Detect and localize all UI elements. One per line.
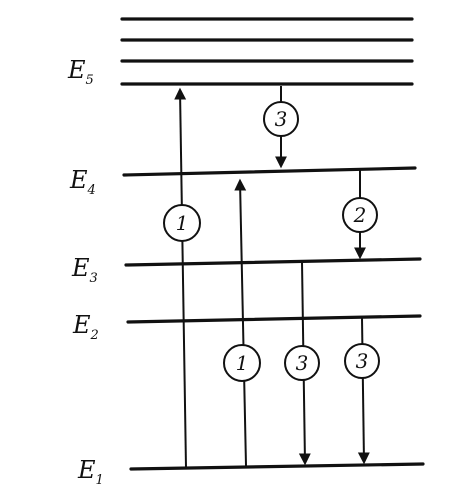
svg-text:1: 1 [176, 211, 189, 235]
energy-level-e3 [124, 257, 422, 267]
level-label-e3: E3 [71, 254, 98, 286]
transition-2-e4-e3: 2 [342, 170, 378, 260]
transition-3-e5-e4: 3 [263, 86, 299, 169]
energy-level-e1 [129, 462, 425, 471]
transition-1-e1-e5: 1 [163, 87, 201, 469]
level-label-e4: E4 [69, 166, 96, 198]
svg-text:3: 3 [296, 351, 309, 375]
energy-level-e2 [126, 314, 422, 324]
transition-3-e2-e1: 3 [344, 317, 380, 465]
svg-text:1: 1 [236, 351, 249, 375]
transition-3-e3-e1: 3 [284, 261, 320, 466]
transition-1-e1-e4: 1 [223, 178, 261, 467]
svg-text:2: 2 [353, 203, 367, 227]
level-label-e2: E2 [72, 311, 99, 343]
svg-text:3: 3 [356, 349, 369, 373]
energy-band-e5 [120, 17, 414, 86]
level-label-e1: E1 [77, 456, 104, 488]
level-label-e5: E5 [67, 56, 94, 88]
energy-level-e4 [122, 166, 417, 177]
svg-text:3: 3 [275, 107, 288, 131]
